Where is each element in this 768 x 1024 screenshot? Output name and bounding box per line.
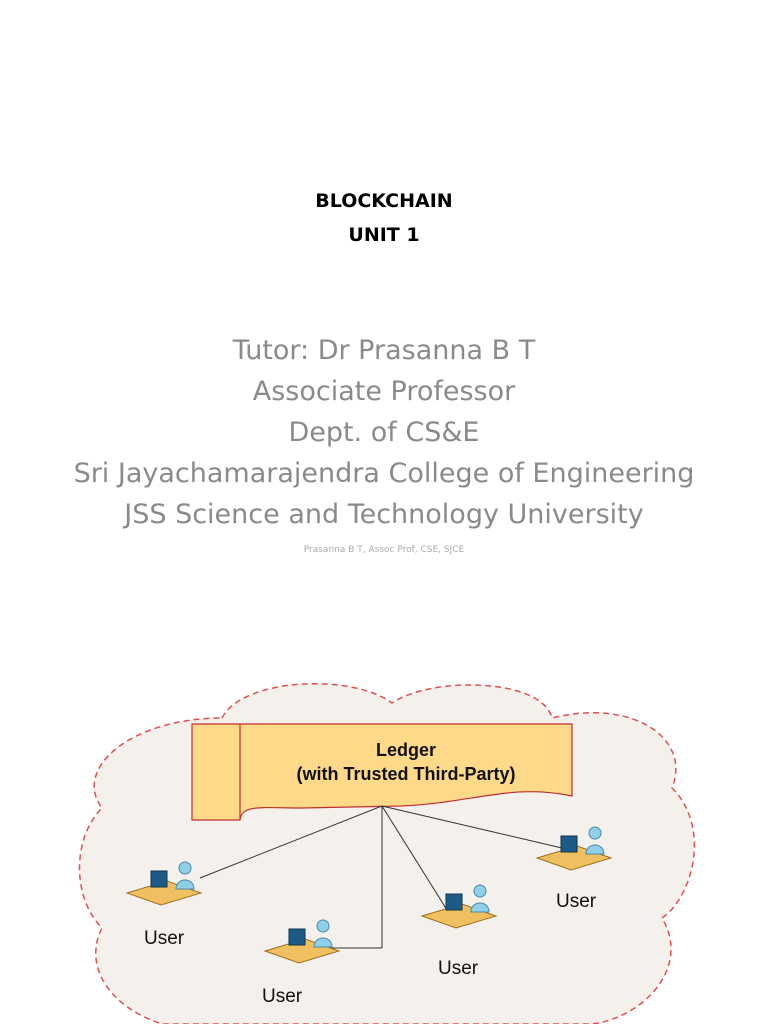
workstation-icon (125, 861, 203, 906)
user-label: User (556, 891, 597, 912)
ledger-title: Ledger (375, 740, 436, 760)
department-line: Dept. of CS&E (288, 417, 480, 448)
workstation-icon (263, 919, 341, 964)
user-label: User (144, 928, 185, 949)
network-diagram-svg (78, 683, 696, 1024)
designation-line: Associate Professor (252, 376, 516, 407)
workstation-icon (420, 884, 498, 929)
user-label: User (262, 986, 303, 1007)
university-line: JSS Science and Technology University (124, 499, 644, 530)
slide-subtitle-unit: UNIT 1 (348, 224, 420, 246)
user-label: User (438, 958, 479, 979)
college-line: Sri Jayachamarajendra College of Enginee… (73, 458, 695, 489)
workstation-icon (535, 826, 613, 871)
ledger-banner (191, 723, 573, 821)
connection-lines (199, 805, 563, 949)
slide-title: BLOCKCHAIN (315, 190, 453, 212)
ledger-label: Ledger (with Trusted Third-Party) (240, 738, 572, 786)
slide-footer: Prasanna B T, Assoc Prof, CSE, SJCE (303, 545, 465, 555)
tutor-line: Tutor: Dr Prasanna B T (232, 335, 536, 366)
ledger-subtitle: (with Trusted Third-Party) (296, 764, 516, 784)
ledger-diagram: Ledger (with Trusted Third-Party) User U… (72, 678, 696, 1024)
title-slide: BLOCKCHAIN UNIT 1 Tutor: Dr Prasanna B T… (73, 190, 695, 555)
